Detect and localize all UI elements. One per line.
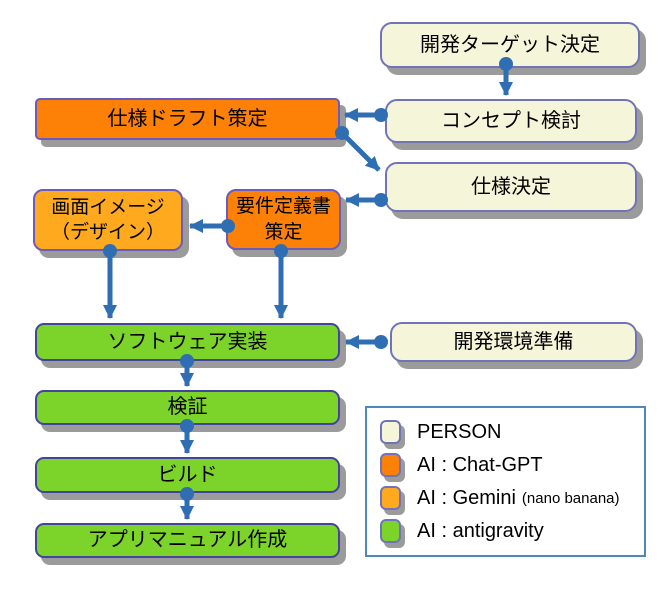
node-label: 仕様決定 [471, 175, 551, 198]
legend-swatch-person [380, 420, 401, 444]
legend-label-antigravity: AI : antigravity [417, 519, 544, 542]
node-build: ビルド [35, 457, 340, 493]
node-spec-decision: 仕様決定 [385, 162, 637, 212]
arrow-requirements-to-software-impl [274, 244, 288, 319]
node-label: ソフトウェア実装 [107, 330, 268, 353]
node-dev-env: 開発環境準備 [390, 322, 637, 362]
node-manual: アプリマニュアル作成 [35, 523, 340, 558]
node-label: 開発ターゲット決定 [420, 33, 600, 56]
node-spec-draft: 仕様ドラフト策定 [35, 98, 340, 140]
node-dev-target: 開発ターゲット決定 [380, 22, 640, 68]
node-label: コンセプト検討 [441, 109, 581, 132]
legend-item-antigravity: AI : antigravity [380, 519, 644, 543]
node-label-line2: 策定 [264, 221, 303, 243]
legend-item-person: PERSON [380, 420, 644, 444]
node-label: 仕様ドラフト策定 [107, 107, 268, 130]
arrow-spec-draft-to-spec-decision [335, 126, 381, 172]
node-label: 検証 [167, 396, 208, 419]
legend-swatch-antigravity [380, 519, 401, 543]
legend-item-chatgpt: AI : Chat-GPT [380, 453, 644, 477]
legend-label-person: PERSON [417, 420, 502, 443]
node-software-impl: ソフトウェア実装 [35, 323, 340, 361]
node-concept: コンセプト検討 [385, 99, 637, 143]
legend-label-gemini-suffix: (nano banana) [521, 489, 620, 507]
node-label: アプリマニュアル作成 [87, 529, 288, 552]
arrow-screen-image-to-software-impl [103, 244, 117, 319]
legend-swatch-chatgpt [380, 453, 401, 477]
arrow-spec-decision-to-requirements [345, 193, 388, 207]
node-label-line2: （デザイン） [50, 222, 165, 243]
node-label: 開発環境準備 [453, 330, 574, 353]
legend-label-gemini: AI : Gemini [417, 486, 516, 509]
node-label-line1: 要件定義書 [235, 196, 331, 218]
legend-item-gemini: AI : Gemini (nano banana) [380, 486, 644, 510]
node-requirements: 要件定義書 策定 [226, 189, 341, 250]
legend-swatch-gemini [380, 486, 401, 510]
node-label: ビルド [157, 463, 218, 486]
legend: PERSON AI : Chat-GPT AI : Gemini (nano b… [365, 406, 646, 557]
arrow-dev-env-to-software-impl [345, 335, 388, 349]
node-screen-image: 画面イメージ （デザイン） [33, 189, 183, 251]
node-verify: 検証 [35, 390, 340, 425]
legend-label-chatgpt: AI : Chat-GPT [417, 453, 543, 476]
node-label-line1: 画面イメージ [51, 196, 165, 218]
arrow-concept-to-spec-draft [344, 108, 388, 122]
